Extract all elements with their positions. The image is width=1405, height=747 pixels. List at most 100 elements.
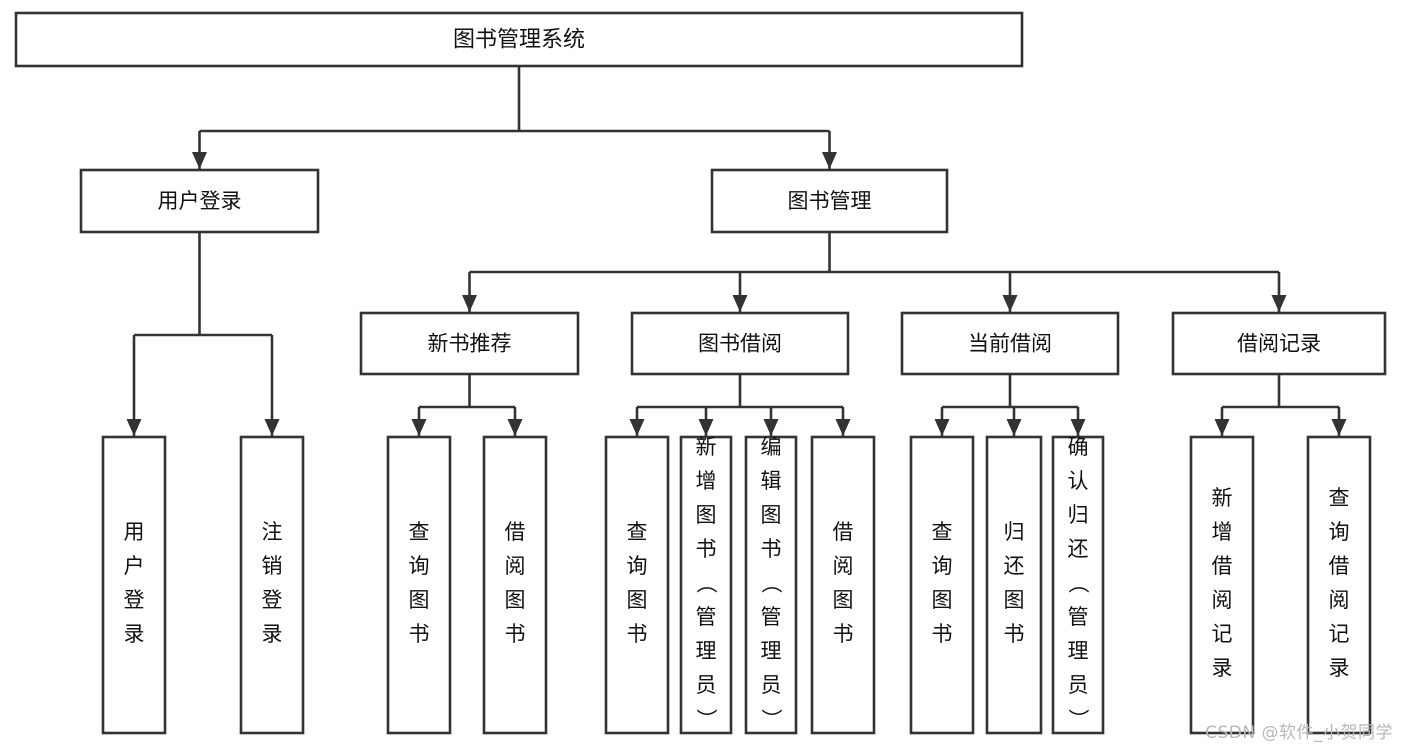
node-box[interactable] xyxy=(744,435,798,735)
arrow-head-icon xyxy=(1002,295,1018,312)
node-label-char: （ xyxy=(759,573,783,594)
arrow-head-icon xyxy=(629,419,645,436)
node-label-char: 询 xyxy=(627,554,648,578)
node-label-char: （ xyxy=(1066,573,1090,594)
node-box[interactable] xyxy=(79,168,320,234)
node-label-char: 图 xyxy=(833,588,854,612)
node-label-char: 归 xyxy=(1068,503,1089,527)
node-label-char: 查 xyxy=(932,520,953,544)
node-box[interactable] xyxy=(1171,311,1387,376)
node-label: 用户登录 xyxy=(158,189,242,213)
node-label: 新书推荐 xyxy=(428,332,512,356)
arrow-head-icon xyxy=(1331,419,1347,436)
arrow-head-icon xyxy=(822,152,837,169)
arrow-head-icon xyxy=(835,419,851,436)
node-box[interactable] xyxy=(101,435,167,735)
node-label-char: ） xyxy=(1066,709,1090,730)
node-label-char: 借 xyxy=(833,520,854,544)
node-n-new-book[interactable]: 新书推荐 xyxy=(359,311,580,376)
node-box[interactable] xyxy=(359,311,580,376)
node-label-char: 管 xyxy=(761,605,782,629)
node-label-char: 登 xyxy=(124,588,145,612)
node-label-char: 注 xyxy=(262,520,283,544)
node-label: 借阅记录 xyxy=(1237,332,1321,356)
node-n-records[interactable]: 借阅记录 xyxy=(1171,311,1387,376)
node-label-char: 图 xyxy=(932,588,953,612)
node-box[interactable] xyxy=(909,435,975,735)
node-label-char: 阅 xyxy=(505,554,526,578)
node-label-char: 销 xyxy=(262,554,283,578)
arrow-head-icon xyxy=(411,419,427,436)
node-label-char: 书 xyxy=(761,537,782,561)
node-label-char: 用 xyxy=(124,520,145,544)
node-n-current[interactable]: 当前借阅 xyxy=(900,311,1120,376)
node-box[interactable] xyxy=(985,435,1043,735)
node-label-char: 借 xyxy=(1212,554,1233,578)
node-box[interactable] xyxy=(604,435,670,735)
node-box[interactable] xyxy=(1306,435,1372,735)
arrow-head-icon xyxy=(192,152,207,169)
node-label-char: 辑 xyxy=(761,469,782,493)
node-n-book-mgmt[interactable]: 图书管理 xyxy=(710,168,949,234)
node-label-char: 录 xyxy=(124,622,145,646)
node-box[interactable] xyxy=(710,168,949,234)
node-box[interactable] xyxy=(1189,435,1255,735)
node-box[interactable] xyxy=(810,435,876,735)
node-label-char: 书 xyxy=(1004,622,1025,646)
node-n-user-login[interactable]: 用户登录 xyxy=(79,168,320,234)
csdn-watermark: CSDN @软件_小贺同学 xyxy=(1205,723,1393,743)
node-label-char: 借 xyxy=(505,520,526,544)
arrow-head-icon xyxy=(462,295,477,312)
node-label-char: 图 xyxy=(627,588,648,612)
node-label-char: 员 xyxy=(1068,673,1089,697)
arrow-head-icon xyxy=(763,419,779,436)
node-label-char: 图 xyxy=(505,588,526,612)
node-label-char: 编 xyxy=(761,435,782,459)
node-box[interactable] xyxy=(679,435,733,735)
node-label-char: 新 xyxy=(1212,486,1233,510)
node-box[interactable] xyxy=(482,435,548,735)
node-label-char: 增 xyxy=(696,469,717,493)
node-label-char: 理 xyxy=(761,639,782,663)
node-box[interactable] xyxy=(630,311,850,376)
node-label-char: 管 xyxy=(696,605,717,629)
node-box[interactable] xyxy=(386,435,452,735)
arrow-head-icon xyxy=(264,419,280,436)
node-label-char: 书 xyxy=(696,537,717,561)
node-label-char: 还 xyxy=(1004,554,1025,578)
arrow-head-icon xyxy=(1271,295,1287,312)
node-box[interactable] xyxy=(1051,435,1105,735)
node-box[interactable] xyxy=(14,11,1024,68)
node-label: 图书借阅 xyxy=(698,332,782,356)
node-root[interactable]: 图书管理系统 xyxy=(14,11,1024,68)
node-label-char: 书 xyxy=(505,622,526,646)
node-box[interactable] xyxy=(239,435,305,735)
node-box[interactable] xyxy=(900,311,1120,376)
node-label-char: 认 xyxy=(1068,469,1089,493)
node-l-user-login[interactable]: 用户登录 xyxy=(101,435,167,735)
node-n-borrow[interactable]: 图书借阅 xyxy=(630,311,850,376)
arrow-head-icon xyxy=(934,419,950,436)
node-label-char: 户 xyxy=(124,554,145,578)
